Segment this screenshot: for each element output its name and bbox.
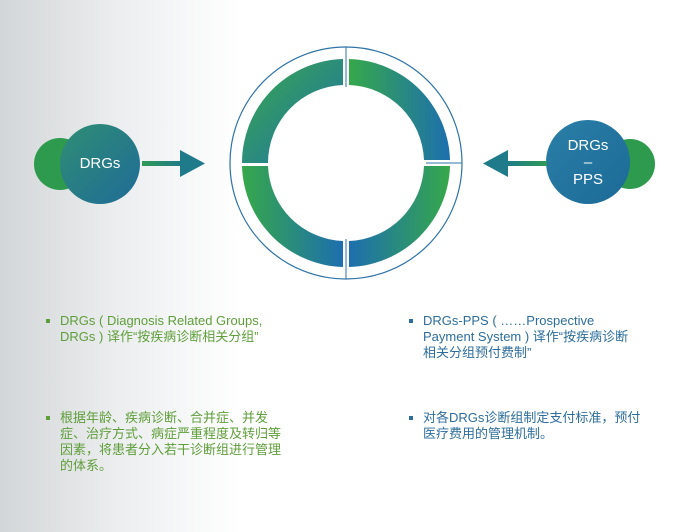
left-arrow-head (180, 150, 205, 177)
right-arrow-shaft (505, 161, 547, 166)
right-bullet-1: DRGs-PPS ( ……Prospective Payment System … (409, 313, 683, 361)
bullet-marker (46, 416, 50, 420)
ring-segment-top-left (241, 59, 343, 163)
right-bullet-2-line-1: 对各DRGs诊断组制定支付标准，预付 (423, 410, 641, 425)
ring-segment-bottom-right (349, 166, 450, 267)
right-node-label-line-1: DRGs (567, 137, 609, 154)
central-ring (229, 46, 463, 280)
right-arrow (483, 150, 547, 177)
ring-segment-top-right (349, 59, 450, 160)
right-arrow-head (483, 150, 508, 177)
left-bullet-2-line-1: 根据年龄、疾病诊断、合并症、并发 (60, 410, 269, 425)
right-bullet-2: 对各DRGs诊断组制定支付标准，预付 医疗费用的管理机制。 (409, 410, 683, 442)
right-bullet-1-line-1: DRGs-PPS ( ……Prospective (423, 313, 595, 328)
right-bullet-2-line-2: 医疗费用的管理机制。 (423, 426, 554, 441)
left-bullet-1: DRGs ( Diagnosis Related Groups, DRGs ) … (46, 313, 320, 345)
left-node-label: DRGs (79, 155, 121, 172)
bullet-marker (46, 319, 50, 323)
right-node-label-line-2: – (583, 154, 593, 171)
right-bullet-1-line-3: 相关分组预付费制” (423, 345, 532, 360)
left-node-circle (60, 124, 140, 204)
ring-segment-bottom-left (242, 166, 343, 267)
left-node (34, 124, 140, 204)
left-bullet-2-line-3: 因素，将患者分入若干诊断组进行管理 (60, 442, 282, 457)
right-bullet-1-line-2: Payment System ) 译作“按疾病诊断 (423, 329, 629, 344)
bullet-marker (409, 319, 413, 323)
right-node-label-line-3: PPS (572, 171, 603, 188)
right-node (546, 120, 655, 204)
left-bullet-1-line-2: DRGs ) 译作“按疾病诊断相关分组” (60, 329, 259, 344)
right-node-circle (546, 120, 630, 204)
left-bullet-2-line-4: 的体系。 (60, 458, 113, 473)
left-bullet-2: 根据年龄、疾病诊断、合并症、并发 症、治疗方式、病症严重程度及转归等 因素，将患… (46, 410, 320, 474)
left-arrow-shaft (142, 161, 182, 166)
right-node-label: DRGs – PPS (548, 137, 628, 188)
bullet-marker (409, 416, 413, 420)
left-arrow (142, 150, 205, 177)
left-bullet-1-line-1: DRGs ( Diagnosis Related Groups, (60, 313, 263, 328)
left-bullet-2-line-2: 症、治疗方式、病症严重程度及转归等 (60, 426, 282, 441)
